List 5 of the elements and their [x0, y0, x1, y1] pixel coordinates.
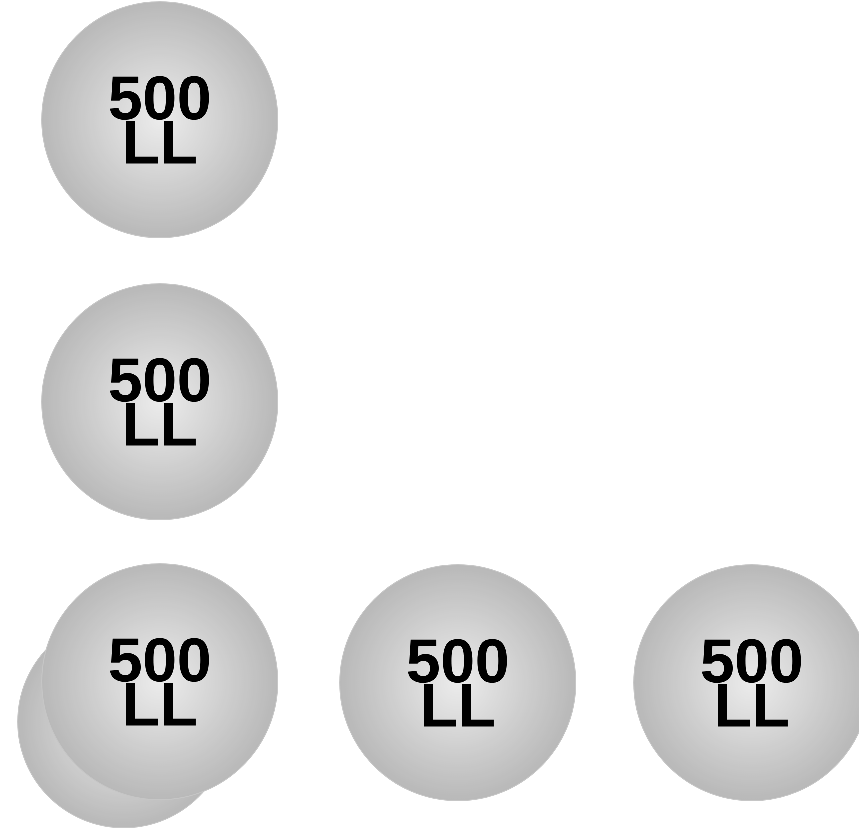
- coin: 500 LL: [634, 564, 859, 802]
- coin: 500 LL: [340, 564, 576, 802]
- coin: 500 LL: [42, 284, 278, 520]
- coin-stack: 500 LL: [18, 564, 278, 828]
- coin: 500 LL: [42, 2, 278, 238]
